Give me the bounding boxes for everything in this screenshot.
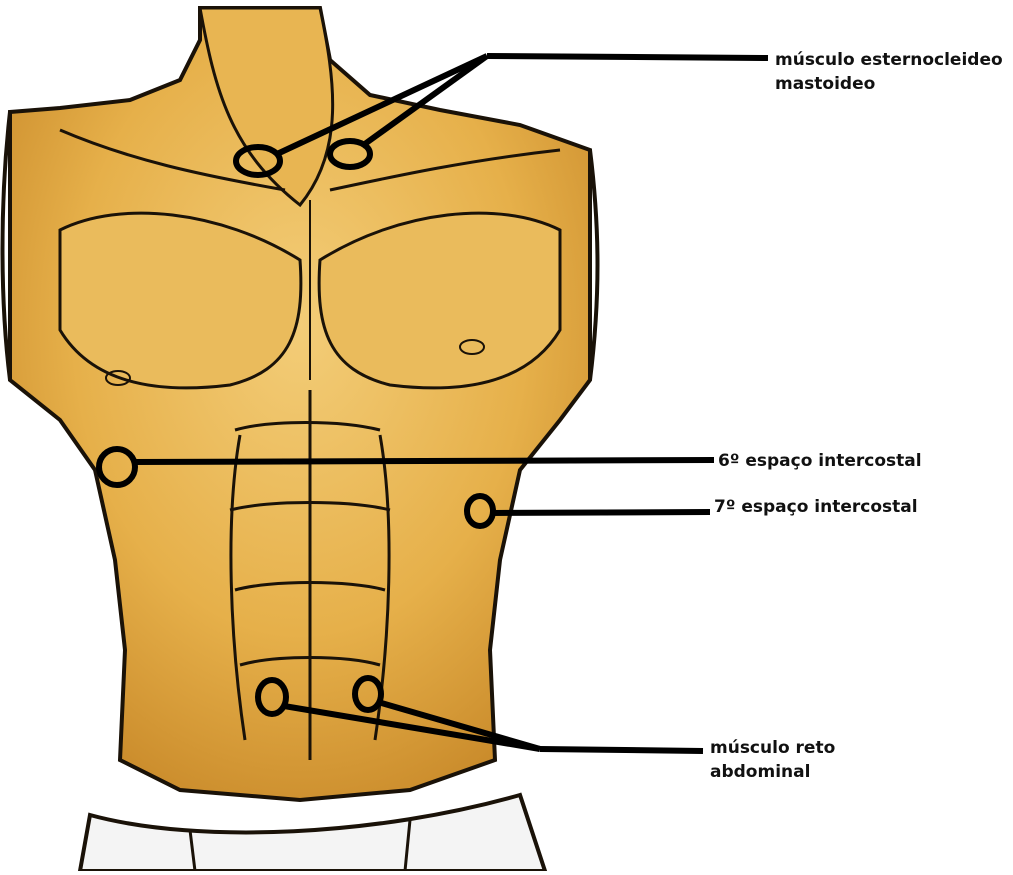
rectus-label-line2: abdominal	[710, 760, 835, 784]
intercostal-6-label: 6º espaço intercostal	[718, 449, 922, 473]
right-pectoral	[319, 213, 560, 388]
scm-label: músculo esternocleideo mastoideo	[775, 48, 1003, 96]
rectus-label-line1: músculo reto	[710, 736, 835, 760]
scm-label-line1: músculo esternocleideo	[775, 48, 1003, 72]
intercostal-7-label: 7º espaço intercostal	[714, 495, 918, 519]
pants	[80, 795, 545, 871]
rectus-leader-main	[540, 749, 703, 751]
rectus-label: músculo reto abdominal	[710, 736, 835, 784]
scm-label-line2: mastoideo	[775, 72, 1003, 96]
left-pectoral	[60, 213, 301, 388]
scm-leader-main	[487, 56, 768, 58]
